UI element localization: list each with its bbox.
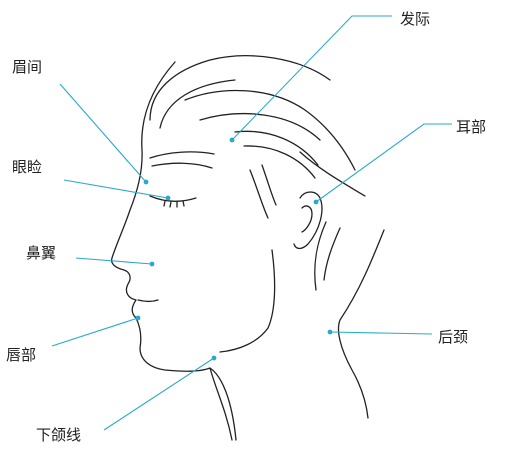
eyebrow [149, 151, 215, 159]
marker-jaw [211, 355, 217, 361]
label-ear: 耳部 [456, 118, 487, 136]
ear-outline [293, 191, 323, 250]
face-profile-line [110, 61, 237, 441]
label-hairline: 发际 [400, 10, 431, 28]
neck-line [323, 227, 341, 281]
leader-jaw [103, 357, 215, 431]
label-back-neck: 后颈 [438, 328, 469, 346]
neck-front [209, 367, 233, 441]
hair-strand [199, 112, 321, 141]
eye-lash [163, 200, 166, 207]
ear-inner [301, 205, 313, 233]
leader-lip [51, 317, 139, 347]
leader-nose [75, 257, 153, 265]
marker-lip [135, 315, 141, 321]
marker-ear [313, 199, 319, 205]
label-brow: 眉间 [12, 58, 43, 76]
lip-line [137, 299, 159, 303]
neck-back [337, 229, 385, 419]
leader-hairline [231, 15, 392, 141]
neck-line [314, 221, 327, 291]
marker-eyelid [165, 195, 171, 201]
marker-brow [143, 179, 149, 185]
marker-neck [327, 329, 333, 335]
leader-eyelid [63, 179, 169, 199]
eyebrow [151, 162, 213, 169]
leader-neck [329, 331, 433, 335]
label-eyelid: 眼睑 [12, 158, 43, 176]
hair-strand [184, 89, 356, 171]
hair-strand [249, 169, 269, 219]
hair-strand [299, 151, 366, 197]
eye-lid [149, 195, 197, 202]
hair-strand [234, 130, 319, 166]
cheek-line [219, 249, 276, 353]
marker-nose [149, 261, 155, 267]
eye-lash [169, 201, 172, 208]
hair-strand [149, 55, 331, 121]
hair-strand [159, 79, 236, 129]
leader-ear [315, 123, 452, 203]
hair-strand [243, 145, 316, 179]
label-nose-wing: 鼻翼 [26, 244, 57, 262]
leader-brow [59, 83, 147, 183]
label-jawline: 下颌线 [36, 426, 82, 444]
eye-lash [182, 200, 185, 207]
label-lip: 唇部 [6, 346, 37, 364]
marker-hairline [229, 137, 235, 143]
hair-strand [261, 164, 277, 206]
